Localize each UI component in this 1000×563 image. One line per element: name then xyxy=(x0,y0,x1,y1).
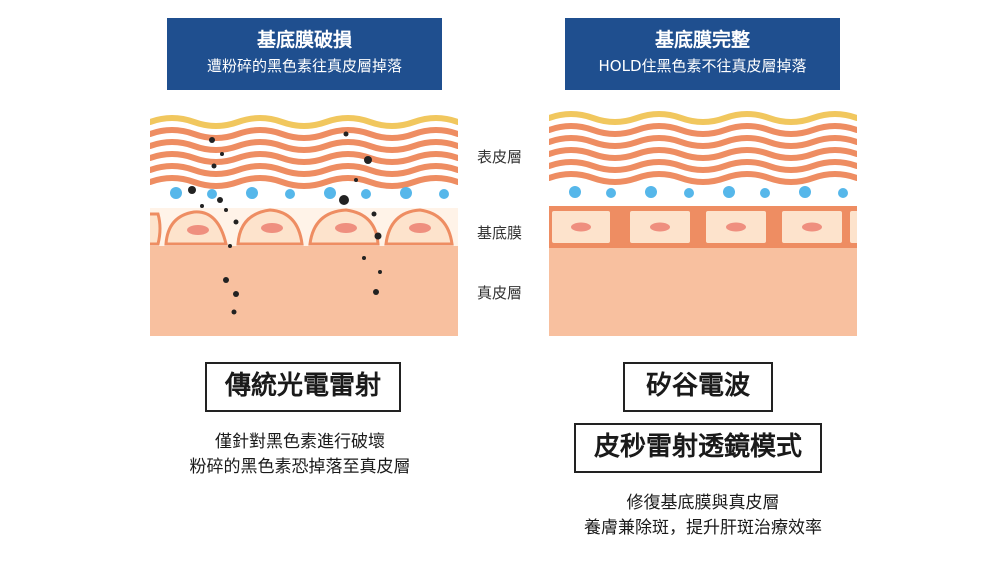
blue-dots xyxy=(569,186,848,198)
skin-illustration xyxy=(549,111,857,336)
label-dermis: 真皮層 xyxy=(477,284,523,302)
skin-diagram-damaged xyxy=(150,108,458,336)
epidermis-layer xyxy=(549,111,857,185)
nuclei xyxy=(187,223,431,235)
dermis-layer xyxy=(549,246,857,336)
description-line: 修復基底膜與真皮層 xyxy=(626,493,780,513)
mode-label-picosecond: 皮秒雷射透鏡模式 xyxy=(574,423,822,473)
header-intact: 基底膜完整 HOLD住黑色素不往真皮層掉落 xyxy=(565,18,840,90)
description-left: 僅針對黑色素進行破壞 粉碎的黑色素恐掉落至真皮層 xyxy=(140,430,460,480)
dermis-layer xyxy=(150,244,458,336)
blue-dots xyxy=(170,187,449,199)
header-title: 基底膜破損 xyxy=(256,29,352,51)
header-subtitle: HOLD住黑色素不往真皮層掉落 xyxy=(598,57,807,75)
description-right: 修復基底膜與真皮層 養膚兼除斑，提升肝斑治療效率 xyxy=(530,491,876,541)
method-label-traditional: 傳統光電雷射 xyxy=(205,362,401,412)
description-line: 僅針對黑色素進行破壞 xyxy=(215,432,385,452)
skin-diagram-intact xyxy=(549,108,857,336)
header-damaged: 基底膜破損 遭粉碎的黑色素往真皮層掉落 xyxy=(167,18,442,90)
header-subtitle: 遭粉碎的黑色素往真皮層掉落 xyxy=(206,57,402,75)
skin-illustration xyxy=(150,115,458,336)
epidermis-layer xyxy=(150,115,458,189)
method-label-rf: 矽谷電波 xyxy=(623,362,773,412)
header-title: 基底膜完整 xyxy=(654,29,750,51)
melanin-particles xyxy=(188,131,382,315)
description-line: 粉碎的黑色素恐掉落至真皮層 xyxy=(189,457,411,477)
nuclei xyxy=(571,222,822,232)
description-line: 養膚兼除斑，提升肝斑治療效率 xyxy=(584,518,822,538)
label-basement-membrane: 基底膜 xyxy=(477,224,523,242)
label-epidermis: 表皮層 xyxy=(477,148,523,166)
